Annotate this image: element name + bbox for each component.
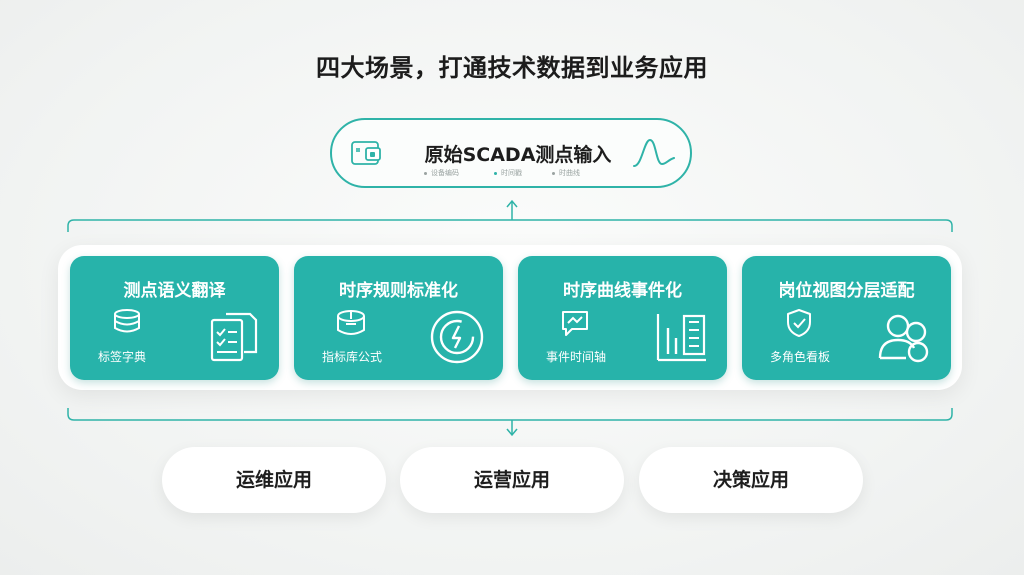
card-title: 时序规则标准化 [339,281,458,301]
card-curve-eventization: 时序曲线事件化 事件时间轴 [518,256,727,380]
scada-input-label: 原始SCADA测点输入 [424,144,612,166]
top-connector [67,199,953,232]
card-caption: 多角色看板 [770,350,831,364]
page-title: 四大场景，打通技术数据到业务应用 [316,54,708,82]
gauge-icon [430,310,484,364]
database-icon [114,309,140,333]
scada-input-node: 原始SCADA测点输入 设备编码 时间戳 时曲线 [330,118,692,188]
app-operations-maintenance: 运维应用 [162,447,386,513]
input-sub-labels: 设备编码 时间戳 时曲线 [424,168,624,180]
app-decision: 决策应用 [639,447,863,513]
waveform-icon [633,138,675,167]
bottom-connector [67,408,953,437]
card-caption: 标签字典 [98,350,147,364]
card-caption: 指标库公式 [322,350,383,364]
card-semantic-translation: 测点语义翻译 标签字典 [70,256,279,380]
card-title: 测点语义翻译 [123,281,226,301]
bar-chart-icon [656,314,706,362]
card-title: 时序曲线事件化 [563,281,682,301]
calculator-icon [337,310,365,335]
wallet-icon [351,141,381,165]
input-sub-item: 设备编码 [424,168,459,178]
card-title: 岗位视图分层适配 [778,281,915,301]
input-sub-item: 时曲线 [552,168,580,178]
card-caption: 事件时间轴 [546,350,607,364]
shield-check-icon [787,309,811,337]
app-operations: 运营应用 [400,447,624,513]
input-sub-item: 时间戳 [494,168,522,178]
card-rule-standardization: 时序规则标准化 指标库公式 [294,256,503,380]
card-role-view-adaptation: 岗位视图分层适配 多角色看板 [742,256,951,380]
documents-icon [210,312,258,362]
scenario-container: 测点语义翻译 标签字典 时序规则标准化 [58,245,962,390]
chat-alert-icon [562,311,588,336]
users-icon [878,314,929,363]
